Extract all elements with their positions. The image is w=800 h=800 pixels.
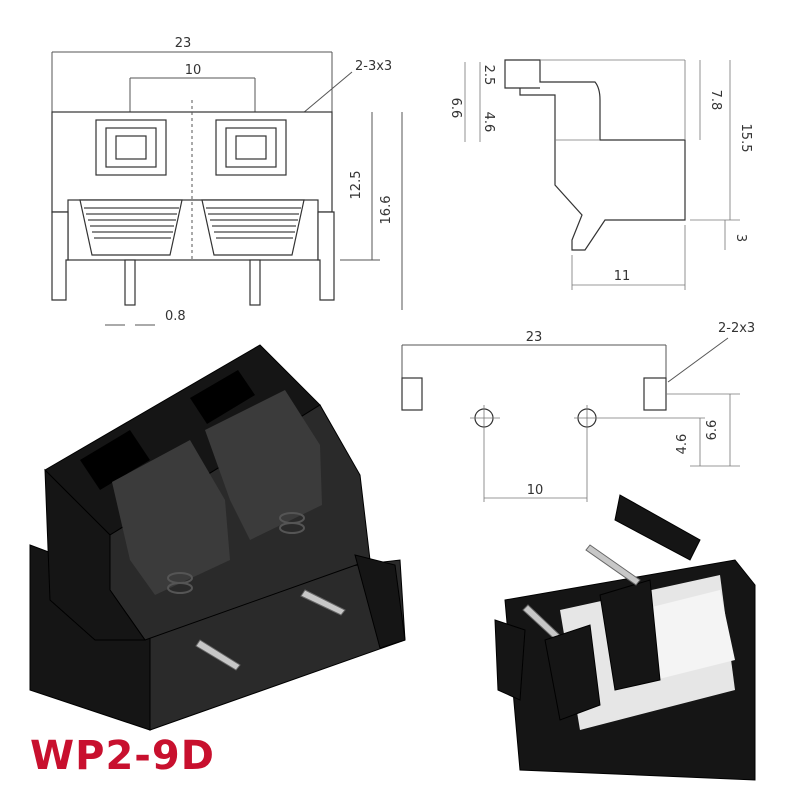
side-dim-d: 7.8 xyxy=(708,90,723,111)
pcb-hole-pitch: 10 xyxy=(527,483,544,498)
pcb-footprint-drawing: 23 2-2x3 10 4.6 6.6 xyxy=(401,321,755,502)
front-hole-note: 2-3x3 xyxy=(355,59,392,74)
pcb-dim-a: 4.6 xyxy=(675,434,690,455)
side-dim-e: 15.5 xyxy=(738,124,753,153)
pcb-slot-note: 2-2x3 xyxy=(718,321,755,336)
side-dim-a: 2.5 xyxy=(481,65,496,86)
front-terminal-pitch: 10 xyxy=(185,63,202,78)
front-overall-width: 23 xyxy=(175,36,192,51)
front-view-drawing: 23 10 2-3x3 xyxy=(51,36,403,326)
model-label: WP2-9D xyxy=(30,733,215,779)
side-dim-g: 11 xyxy=(614,269,631,284)
front-pin-width: 0.8 xyxy=(165,309,186,324)
side-view-drawing: 2.5 4.6 6.6 7.8 15.5 3 11 xyxy=(448,59,753,290)
side-dim-c: 6.6 xyxy=(448,98,463,119)
front-height-inner: 12.5 xyxy=(349,171,364,200)
pcb-overall-width: 23 xyxy=(526,330,543,345)
product-photo-front xyxy=(29,344,406,731)
pcb-dim-b: 6.6 xyxy=(705,420,720,441)
front-height-total: 16.6 xyxy=(379,196,394,225)
product-photo-back xyxy=(494,494,756,781)
side-dim-b: 4.6 xyxy=(481,112,496,133)
side-dim-f: 3 xyxy=(733,234,748,242)
